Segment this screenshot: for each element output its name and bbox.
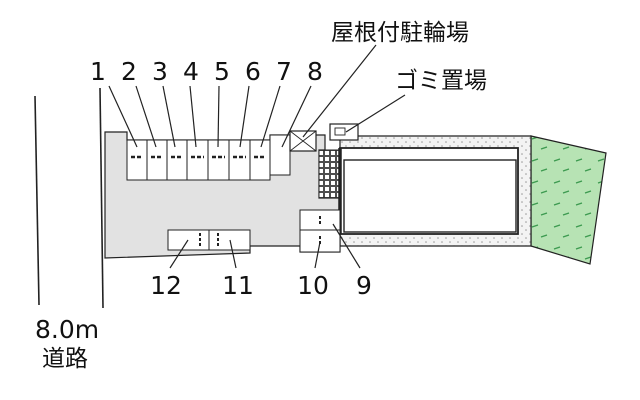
label-7: 7 — [276, 57, 292, 86]
label-3: 3 — [152, 57, 168, 86]
parking-space-4 — [186, 139, 209, 181]
grated-walkway — [318, 149, 341, 199]
lawn-area — [530, 135, 607, 265]
parking-space-11 — [208, 229, 251, 251]
road-label: 道路 — [42, 346, 88, 372]
label-1: 1 — [90, 57, 106, 86]
parking-space-12 — [167, 229, 210, 251]
parking-space-7 — [249, 139, 271, 181]
road-width-label: 8.0m — [35, 315, 99, 344]
label-2: 2 — [121, 57, 137, 86]
label-6: 6 — [245, 57, 261, 86]
road-edge-far — [34, 95, 40, 306]
parking-space-3 — [166, 139, 188, 181]
label-11: 11 — [222, 271, 254, 300]
parking-space-2 — [146, 139, 168, 181]
parking-stalls-upper — [126, 139, 271, 181]
label-10: 10 — [297, 271, 329, 300]
label-5: 5 — [214, 57, 230, 86]
bicycle-parking-label: 屋根付駐輪場 — [331, 20, 469, 46]
parking-space-6 — [228, 139, 251, 181]
label-12: 12 — [150, 271, 182, 300]
label-9: 9 — [356, 271, 372, 300]
garbage-area-label: ゴミ置場 — [395, 68, 487, 94]
parking-space-8 — [269, 134, 291, 176]
label-8: 8 — [307, 57, 323, 86]
leader-lines — [108, 44, 406, 269]
parking-space-9 — [299, 209, 341, 231]
label-4: 4 — [183, 57, 199, 86]
road-edge-near — [99, 87, 104, 309]
building-inner — [343, 159, 517, 233]
